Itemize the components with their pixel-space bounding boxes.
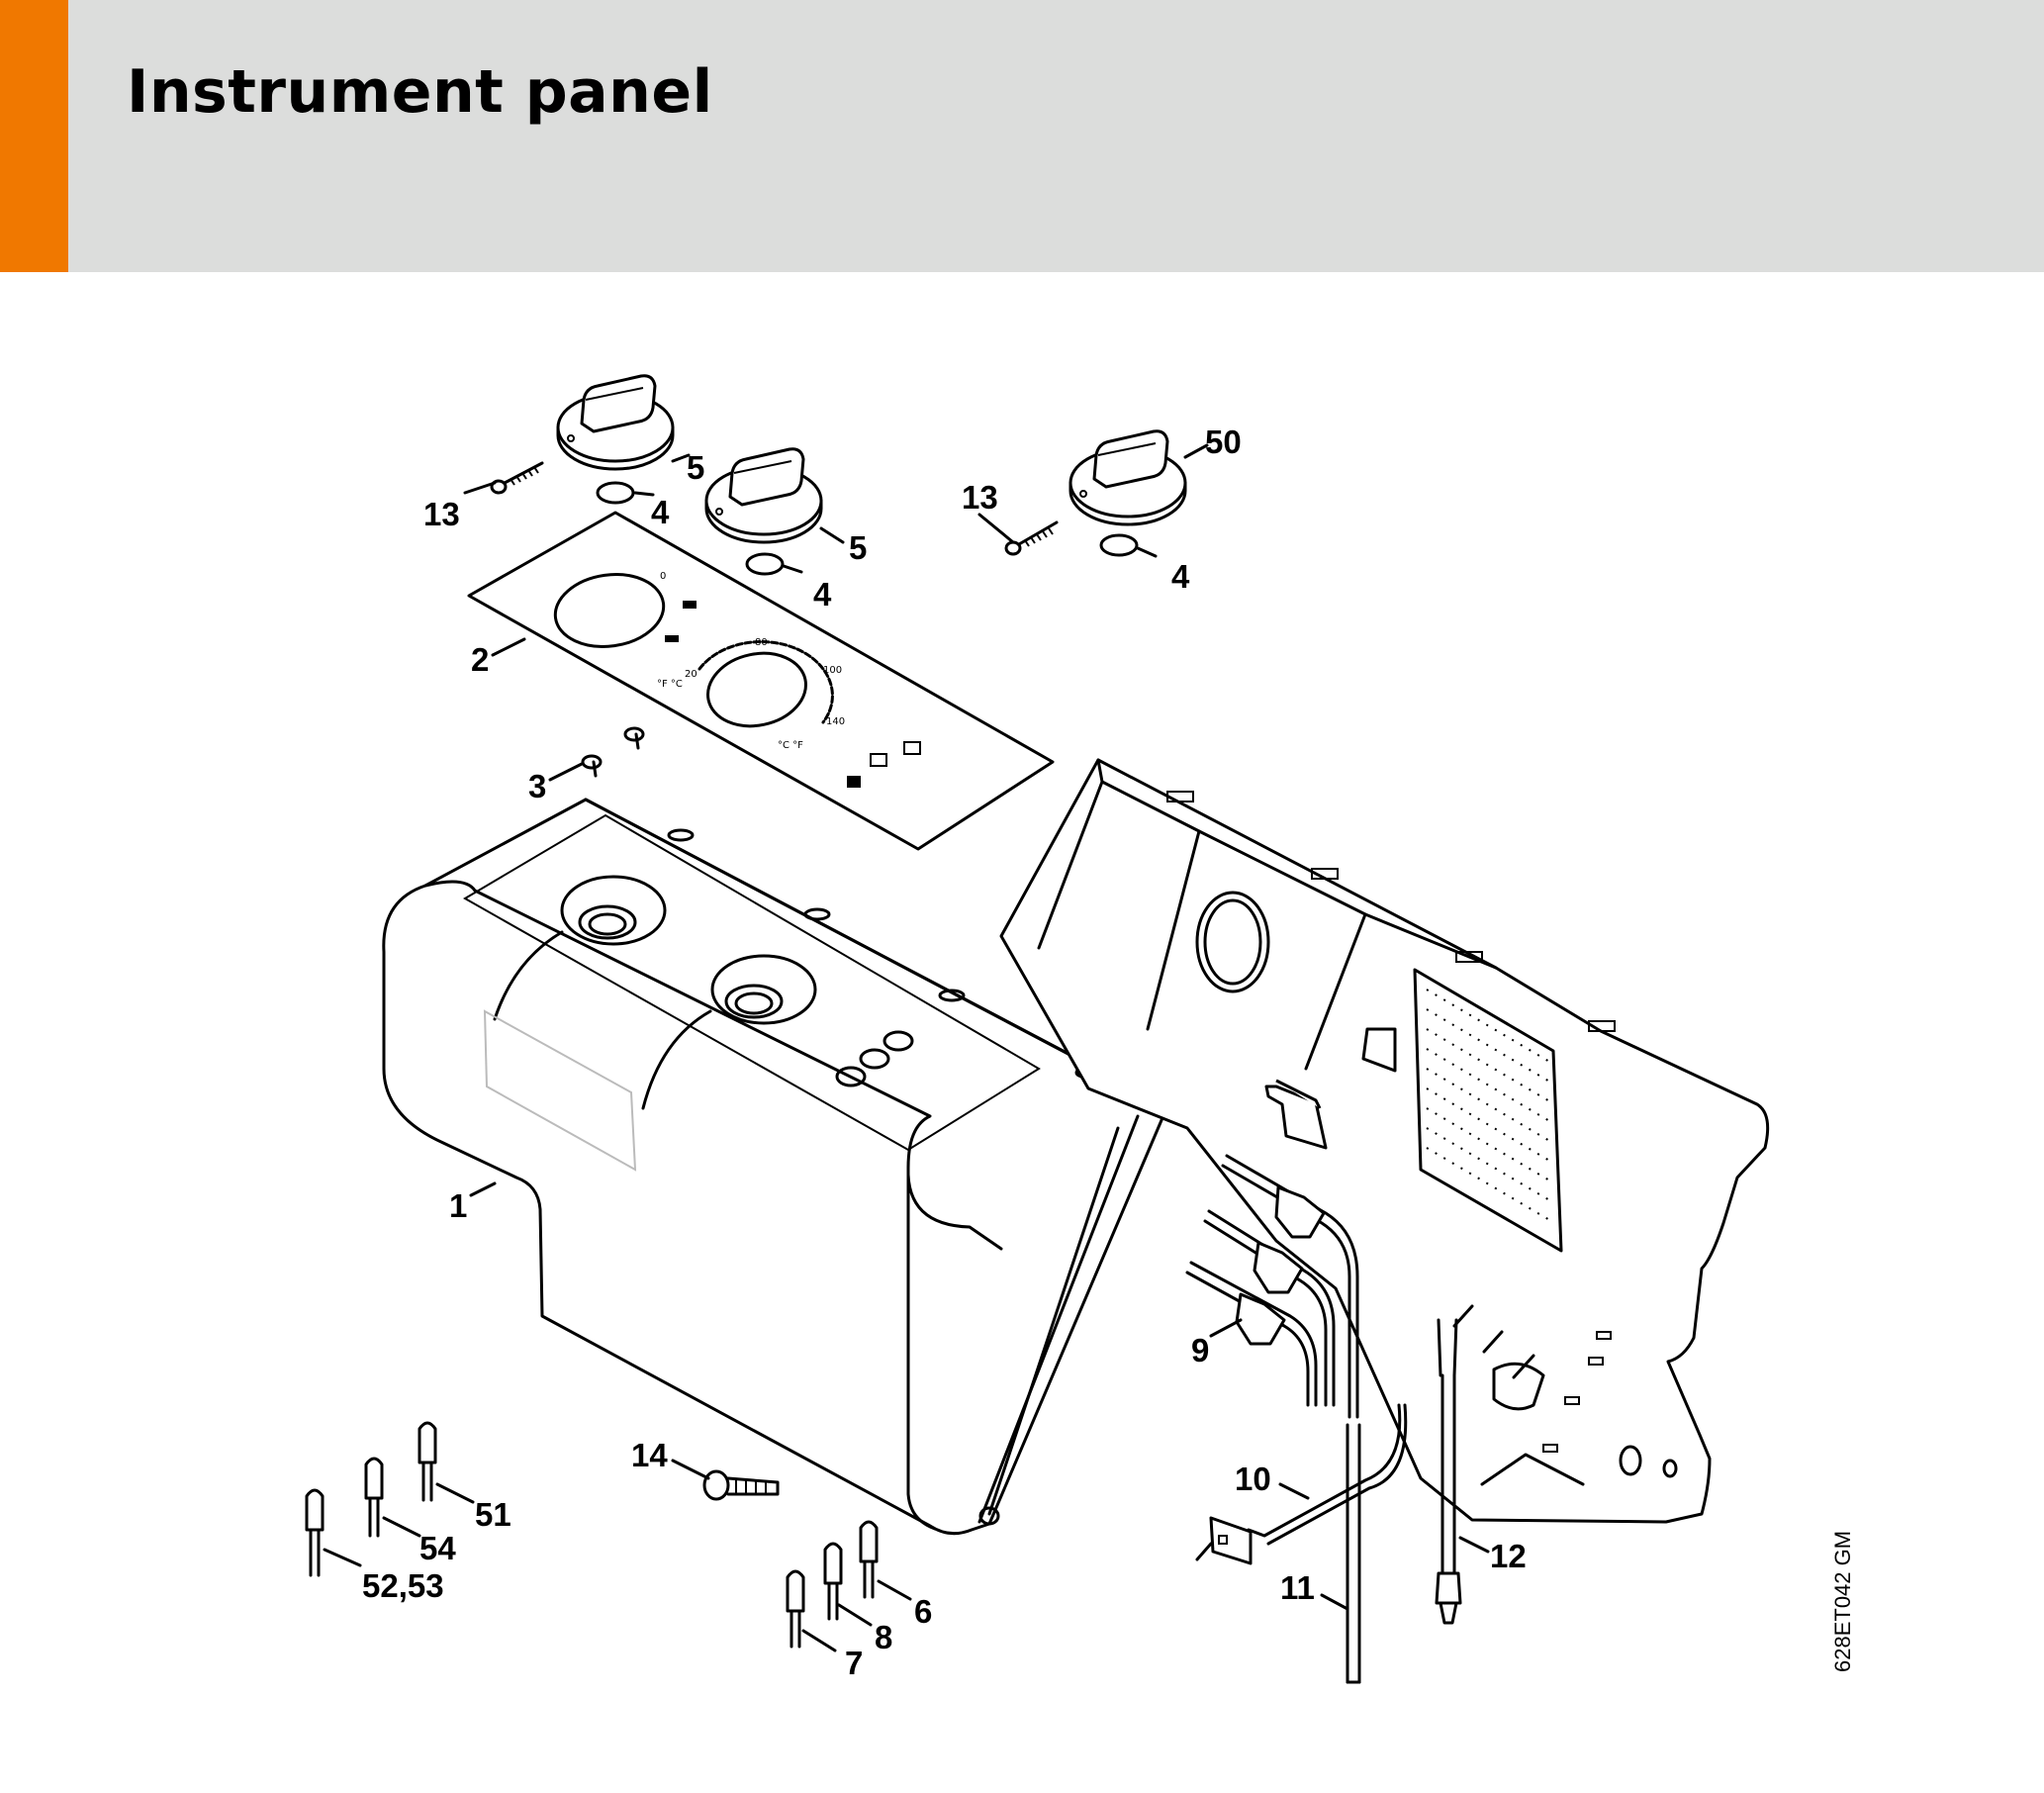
screw-3 — [581, 726, 645, 778]
callout-12: 12 — [1490, 1538, 1527, 1574]
bulb-6 — [859, 1520, 879, 1599]
knob-5-right — [704, 447, 823, 544]
bulb-51 — [418, 1421, 437, 1502]
throttle-symbol-icon — [683, 601, 697, 609]
callout-52-53: 52,53 — [362, 1567, 444, 1604]
screw-13-right — [1004, 520, 1059, 556]
bulb-7 — [786, 1569, 805, 1649]
dial-mark-0: 0 — [660, 571, 666, 582]
callout-14: 14 — [631, 1437, 668, 1473]
dial-mark-140: 140 — [826, 716, 845, 727]
o-ring-4-a — [596, 481, 635, 505]
o-ring-4-b — [745, 552, 785, 576]
accent-bar — [0, 0, 68, 272]
fuel-symbol-icon — [847, 776, 861, 788]
callout-10: 10 — [1235, 1461, 1271, 1497]
knob-50 — [1068, 429, 1187, 526]
choke-symbol-icon — [665, 635, 679, 642]
callout-1: 1 — [449, 1187, 467, 1224]
ignition-cable-harness — [1185, 1154, 1462, 1684]
screw-13-left — [490, 461, 544, 495]
callout-4-a: 4 — [651, 494, 670, 530]
callout-labels: 13 4 5 5 4 13 50 4 2 3 1 14 51 54 52,53 … — [362, 424, 1527, 1681]
oil-symbol-icon — [870, 753, 887, 767]
screw-14 — [702, 1469, 780, 1501]
callout-11: 11 — [1280, 1569, 1315, 1606]
callout-5-a: 5 — [687, 449, 704, 486]
drawing-code: 628ET042 GM — [1830, 1531, 1855, 1672]
knob-5-left — [556, 374, 675, 471]
bulb-54 — [364, 1457, 384, 1538]
callout-54: 54 — [419, 1530, 456, 1566]
dial-unit-bottom: °C °F — [778, 740, 803, 751]
warning-symbol-icon — [903, 741, 921, 755]
callout-13-left: 13 — [423, 496, 460, 532]
panel-overlay-sheet: 0 20 80 100 140 °F °C °C °F — [467, 511, 1055, 851]
dashboard-bracket — [999, 758, 1770, 1524]
bulb-8 — [823, 1542, 843, 1621]
callout-8: 8 — [875, 1619, 892, 1655]
bulb-52-53 — [305, 1488, 325, 1577]
callout-51: 51 — [475, 1496, 511, 1533]
dial-mark-20: 20 — [685, 669, 697, 680]
callout-9: 9 — [1191, 1332, 1209, 1368]
callout-7: 7 — [845, 1645, 863, 1681]
leader-lines — [323, 443, 1490, 1652]
header-band — [0, 0, 2044, 272]
page-title: Instrument panel — [127, 57, 713, 127]
dial-mark-100: 100 — [823, 665, 842, 676]
callout-3: 3 — [528, 768, 546, 804]
callout-50: 50 — [1205, 424, 1242, 460]
callout-2: 2 — [471, 641, 489, 678]
callout-4-b: 4 — [813, 576, 832, 613]
dial-unit-top: °F °C — [657, 679, 683, 690]
callout-6: 6 — [914, 1593, 932, 1630]
callout-4-c: 4 — [1171, 558, 1190, 595]
callout-5-b: 5 — [849, 529, 867, 566]
o-ring-4-c — [1099, 533, 1139, 557]
dial-mark-80: 80 — [755, 637, 768, 648]
callout-13-right: 13 — [962, 479, 998, 516]
